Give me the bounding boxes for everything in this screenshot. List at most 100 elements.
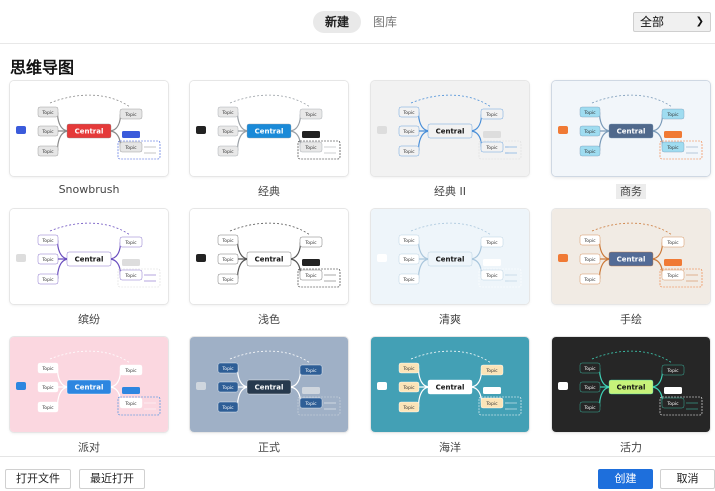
topic-text: Topic <box>402 129 415 135</box>
topic-text: Topic <box>402 110 415 116</box>
topic-text: Topic <box>485 273 498 279</box>
section-title: 思维导图 <box>10 58 75 77</box>
topic-node <box>37 362 59 374</box>
topic-node <box>217 401 239 413</box>
top-bar: 新建 图库 全部 ❯ <box>0 0 715 44</box>
floating-topic <box>16 254 26 262</box>
open-file-button[interactable]: 打开文件 <box>5 469 71 489</box>
topic-text: Topic <box>41 129 54 135</box>
template-label: 商务 <box>552 183 710 199</box>
accent-topic <box>664 259 682 266</box>
topic-text: Topic <box>41 149 54 155</box>
topic-node <box>299 108 323 120</box>
topic-node <box>661 364 685 376</box>
floating-topic <box>196 126 206 134</box>
template-label: 正式 <box>190 439 348 455</box>
topic-node <box>217 145 239 157</box>
accent-topic <box>483 131 501 138</box>
filter-select[interactable]: 全部 ❯ <box>633 12 711 32</box>
template-label: 经典 II <box>371 183 529 199</box>
topic-text: Topic <box>41 277 54 283</box>
mode-tabs: 新建 图库 <box>313 11 409 33</box>
topic-node <box>480 269 504 281</box>
central-text: Central <box>436 128 465 136</box>
topic-node <box>217 234 239 246</box>
topic-node <box>119 364 143 376</box>
topic-node <box>37 125 59 137</box>
tab-new[interactable]: 新建 <box>313 11 362 33</box>
boundary <box>117 396 161 416</box>
topic-node <box>398 106 420 118</box>
template-label: 经典 <box>190 183 348 199</box>
topic-node <box>37 253 59 265</box>
template-label-text: 浅色 <box>258 313 280 326</box>
topic-node <box>579 145 601 157</box>
topic-text: Topic <box>485 240 498 246</box>
topic-node <box>579 401 601 413</box>
recent-button[interactable]: 最近打开 <box>79 469 145 489</box>
topic-node <box>480 397 504 409</box>
topic-node <box>579 362 601 374</box>
floating-topic <box>16 382 26 390</box>
floating-topic <box>377 126 387 134</box>
topic-text: Topic <box>221 385 234 391</box>
topic-node <box>217 362 239 374</box>
accent-topic <box>302 387 320 394</box>
central-node <box>246 251 292 267</box>
boundary <box>659 396 703 416</box>
topic-text: Topic <box>124 112 137 118</box>
central-node <box>246 123 292 139</box>
topic-text: Topic <box>666 112 679 118</box>
accent-topic <box>483 387 501 394</box>
topic-text: Topic <box>124 145 137 151</box>
topic-text: Topic <box>583 277 596 283</box>
topic-node <box>398 401 420 413</box>
topic-node <box>299 269 323 281</box>
topic-node <box>217 381 239 393</box>
template-label-text: 派对 <box>78 441 100 454</box>
filter-value: 全部 <box>640 15 665 29</box>
topic-text: Topic <box>666 240 679 246</box>
topic-text: Topic <box>583 257 596 263</box>
topic-node <box>299 397 323 409</box>
topic-text: Topic <box>485 368 498 374</box>
floating-topic <box>196 382 206 390</box>
topic-text: Topic <box>221 277 234 283</box>
central-text: Central <box>436 256 465 264</box>
central-text: Central <box>255 128 284 136</box>
topic-text: Topic <box>41 385 54 391</box>
floating-topic <box>558 382 568 390</box>
cancel-button[interactable]: 取消 <box>660 469 715 489</box>
topic-text: Topic <box>41 257 54 263</box>
topic-node <box>398 145 420 157</box>
topic-text: Topic <box>221 405 234 411</box>
topic-text: Topic <box>304 273 317 279</box>
topic-text: Topic <box>124 368 137 374</box>
central-node <box>66 251 112 267</box>
topic-text: Topic <box>485 401 498 407</box>
accent-topic <box>664 387 682 394</box>
central-text: Central <box>255 384 284 392</box>
central-node <box>66 379 112 395</box>
topic-node <box>480 141 504 153</box>
boundary <box>297 396 341 416</box>
central-node <box>246 379 292 395</box>
create-button[interactable]: 创建 <box>598 469 653 489</box>
boundary <box>478 396 522 416</box>
central-node <box>608 379 654 395</box>
tab-gallery[interactable]: 图库 <box>373 15 398 29</box>
bottom-bar: 打开文件 最近打开 创建 取消 <box>0 456 715 491</box>
